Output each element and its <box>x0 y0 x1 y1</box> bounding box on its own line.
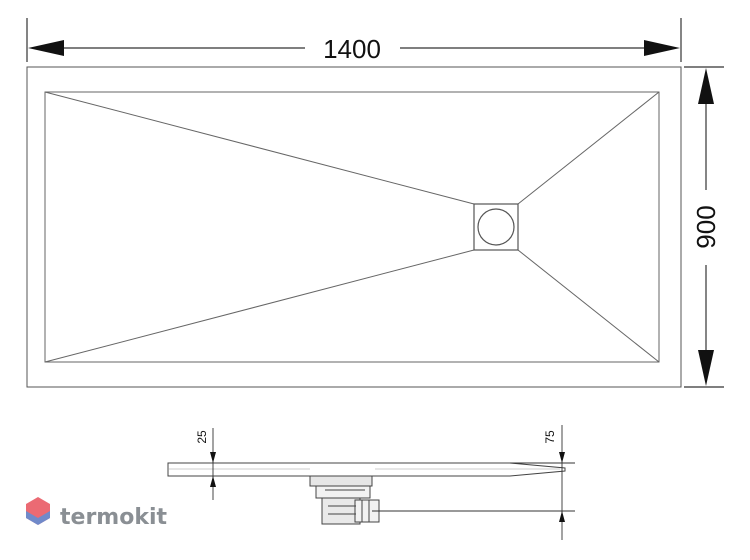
watermark-logo: termokit <box>26 497 167 530</box>
tray-outer-edge <box>26 66 682 388</box>
arrowhead-icon <box>210 476 216 487</box>
height-label: 900 <box>691 205 721 248</box>
slope-lines <box>44 91 660 363</box>
hexagon-logo-icon <box>26 497 50 525</box>
total-height-label: 75 <box>543 430 557 444</box>
width-dimension <box>26 18 682 62</box>
arrowhead-icon <box>559 452 565 463</box>
watermark-text: termokit <box>60 505 167 530</box>
height-dimension <box>684 66 724 388</box>
siphon-body-upper <box>315 485 371 499</box>
width-label: 1400 <box>323 34 381 64</box>
arrowhead-icon <box>698 68 714 104</box>
siphon-icon <box>309 475 380 525</box>
arrowhead-icon <box>210 452 216 463</box>
arrowhead-icon <box>698 350 714 386</box>
arrowhead-icon <box>644 40 680 56</box>
tray-inner-edge <box>44 91 660 363</box>
thickness-label: 25 <box>195 430 209 444</box>
siphon-flange <box>309 475 373 487</box>
slope-line <box>517 249 660 363</box>
siphon-body-lower <box>321 497 361 525</box>
slope-line <box>44 249 475 363</box>
slope-line <box>44 91 475 205</box>
tray-plan <box>26 66 682 388</box>
drain-icon <box>473 203 519 251</box>
tray-section: 25 75 <box>167 425 575 540</box>
arrowhead-icon <box>28 40 64 56</box>
tray-slab <box>167 462 566 477</box>
arrowhead-icon <box>559 511 565 522</box>
slope-line <box>517 91 660 205</box>
